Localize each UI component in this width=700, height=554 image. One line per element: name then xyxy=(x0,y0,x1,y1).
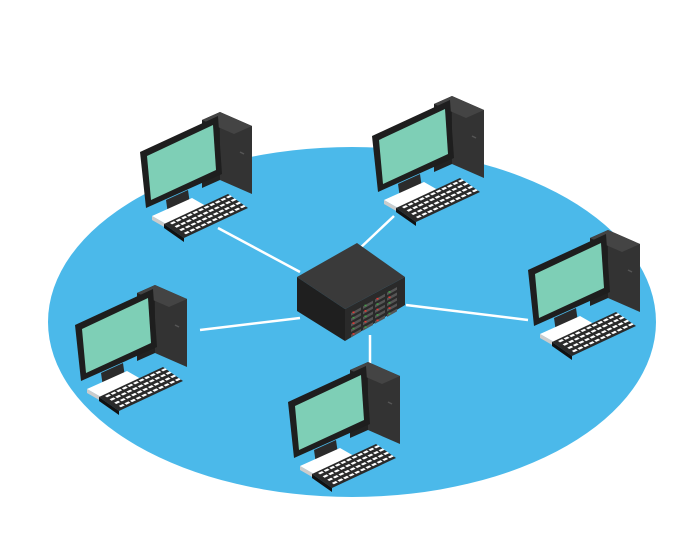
monitor-screen xyxy=(82,298,151,373)
desktop-computer-icon xyxy=(288,362,400,492)
central-server xyxy=(297,243,405,341)
computer-pc-3 xyxy=(528,230,640,360)
computer-pc-4 xyxy=(75,285,187,415)
monitor-screen xyxy=(535,243,604,318)
network-links xyxy=(199,215,529,366)
link-pc-1 xyxy=(217,226,301,274)
link-pc-4 xyxy=(199,316,301,332)
computer-nodes xyxy=(75,96,640,492)
monitor-screen xyxy=(295,375,364,450)
server-rack-icon xyxy=(297,243,405,341)
computer-pc-1 xyxy=(140,112,252,242)
monitor-screen xyxy=(379,109,448,184)
desktop-computer-icon xyxy=(140,112,252,242)
computer-pc-2 xyxy=(372,96,484,226)
link-pc-2 xyxy=(357,215,395,251)
desktop-computer-icon xyxy=(372,96,484,226)
monitor-screen xyxy=(147,125,216,200)
desktop-computer-icon xyxy=(528,230,640,360)
link-pc-3 xyxy=(405,303,529,322)
desktop-computer-icon xyxy=(75,285,187,415)
computer-pc-5 xyxy=(288,362,400,492)
